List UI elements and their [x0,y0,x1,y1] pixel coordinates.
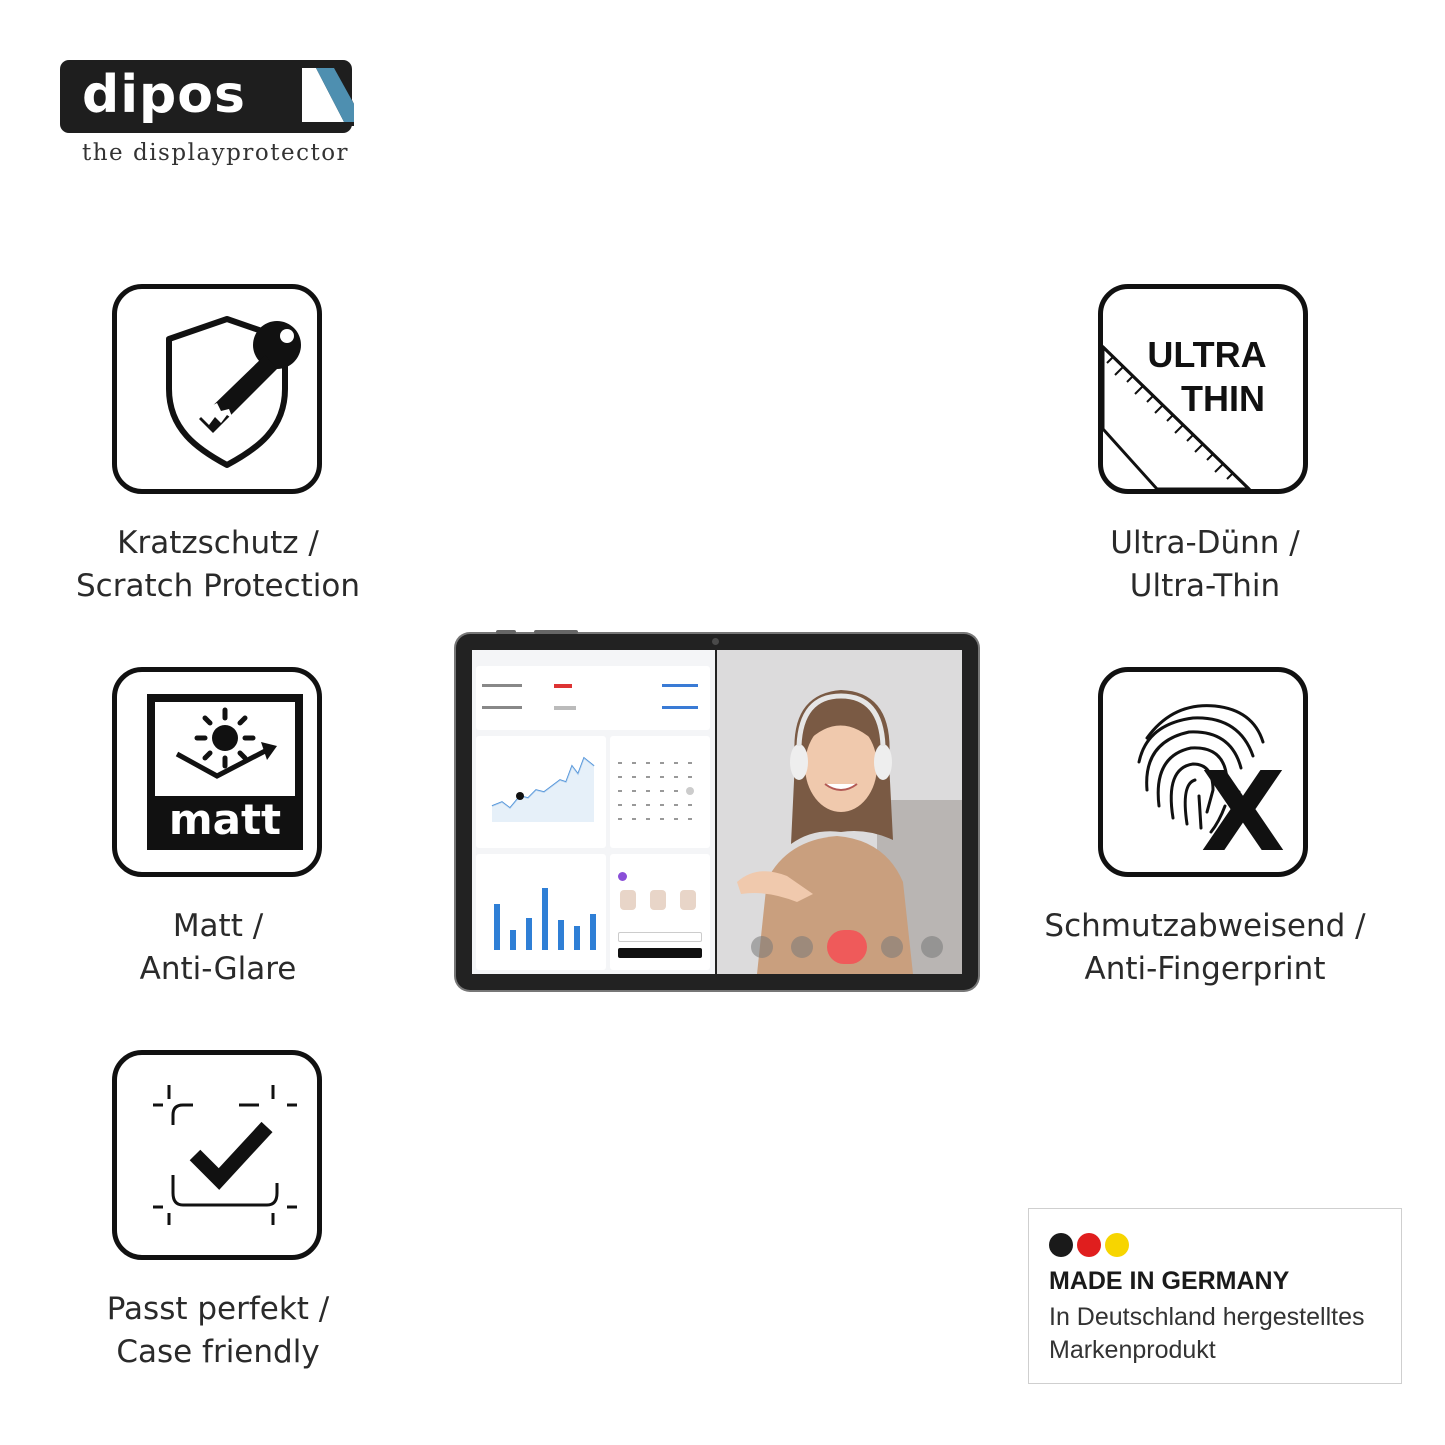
tablet-power-button [534,630,578,634]
anti-fingerprint-icon-box: X [1098,667,1308,877]
dipos-logo: dipos [60,60,354,133]
call-settings-button[interactable] [921,936,943,958]
ultra-thin-ruler-icon: ULTRA THIN [1101,334,1267,491]
feature-matt-line2: Anti-Glare [139,951,297,987]
camera-toggle-button[interactable] [881,936,903,958]
feature-fingerprint-line2: Anti-Fingerprint [1084,951,1326,987]
shield-key-icon [166,316,301,468]
scratch-protection-icon-box [112,284,322,494]
case-friendly-icon-box [112,1050,322,1260]
made-in-germany-line2: Markenprodukt [1049,1336,1216,1364]
latest-patient-card [610,854,710,970]
video-call-person-image [717,650,962,974]
tablet-camera [712,638,719,645]
feature-scratch-line2: Scratch Protection [76,568,360,604]
feature-ultrathin-label: Ultra-Dünn / Ultra-Thin [1015,522,1395,608]
feature-ultrathin-line1: Ultra-Dünn / [1110,525,1300,561]
feature-case-line1: Passt perfekt / [106,1291,330,1327]
logo-peel-corner-icon [298,64,354,126]
case-check-icon [153,1085,297,1225]
matt-icon-text: matt [169,795,281,844]
ultra-icon-text: ULTRA [1147,334,1266,375]
ultra-thin-icon-box: ULTRA THIN [1098,284,1308,494]
end-call-button[interactable] [827,930,867,964]
matt-sun-icon: matt [147,694,303,850]
flag-dot-gold [1105,1233,1129,1257]
feature-ultrathin-line2: Ultra-Thin [1129,568,1281,604]
feature-scratch-label: Kratzschutz / Scratch Protection [28,522,408,608]
fingerprint-x-icon: X [1137,704,1286,876]
split-divider [715,650,717,974]
minimize-call-button[interactable] [751,936,773,958]
logo-tagline: the displayprotector [82,140,350,166]
matt-icon-box: matt [112,667,322,877]
feature-fingerprint-line1: Schmutzabweisend / [1044,908,1366,944]
feature-matt-label: Matt / Anti-Glare [28,905,408,991]
made-in-germany-title: MADE IN GERMANY [1049,1267,1290,1295]
logo-wordmark: dipos [82,65,246,125]
rebooking-chart-card [476,854,606,970]
tablet-screen [472,650,962,974]
tablet-volume-button [496,630,516,634]
calendar-grid [618,762,694,820]
fingerprint-x-text: X [1201,748,1286,872]
dashboard-pane [472,650,715,974]
flag-dot-black [1049,1233,1073,1257]
feature-fingerprint-label: Schmutzabweisend / Anti-Fingerprint [1015,905,1395,991]
medicine-requests-card [476,666,710,730]
rebooking-bar-chart [494,888,596,950]
feature-case-line2: Case friendly [116,1334,320,1370]
history-chart-card [476,736,606,848]
feature-matt-line1: Matt / [172,908,264,944]
tablet-mockup [456,630,978,990]
made-in-germany-line1: In Deutschland hergestelltes [1049,1303,1365,1331]
thin-icon-text: THIN [1181,378,1265,419]
feature-case-label: Passt perfekt / Case friendly [28,1288,408,1374]
made-in-germany-subtitle: In Deutschland hergestelltes Markenprodu… [1049,1301,1364,1367]
history-line-chart [491,756,595,822]
mute-mic-button[interactable] [791,936,813,958]
made-in-germany-badge: MADE IN GERMANY In Deutschland hergestel… [1028,1208,1402,1384]
video-call-pane [717,650,962,974]
flag-dot-red [1077,1233,1101,1257]
calendar-card [610,736,710,848]
feature-scratch-line1: Kratzschutz / [117,525,319,561]
